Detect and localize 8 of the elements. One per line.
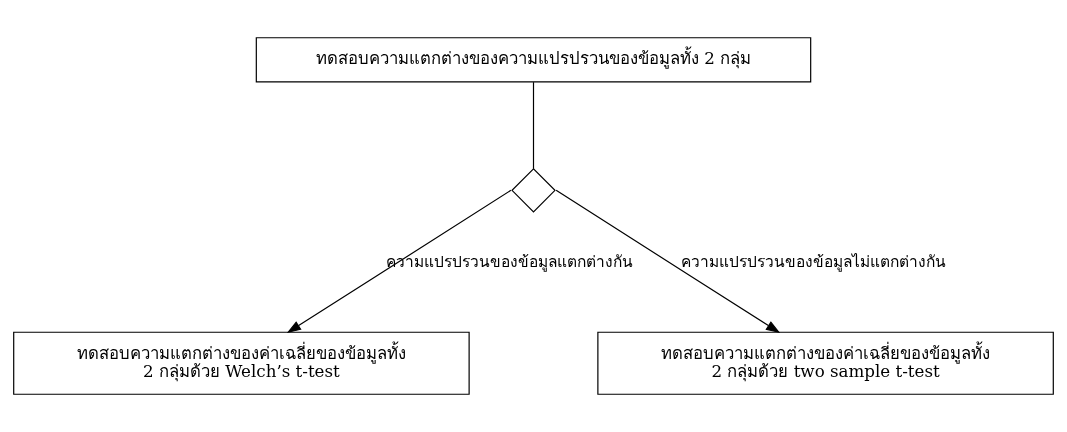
arrow	[286, 189, 512, 334]
node-diamond	[511, 168, 556, 213]
arrow	[555, 189, 781, 334]
node-box: ทดสอบความแตกต่างของความแปรปรวนของข้อมูลทั้ง 2 กลุ่ม	[255, 37, 812, 83]
node-box: ทดสอบความแตกต่างของค่าเฉลี่ยของข้อมูลทั้ง 2 กลุ่มด้วย Welch’s t-test	[13, 331, 470, 395]
edge-label: ความแปรปรวนของข้อมูลไม่แตกต่างกัน	[681, 253, 947, 272]
connector	[532, 81, 535, 170]
node-box: ทดสอบความแตกต่างของค่าเฉลี่ยของข้อมูลทั้ง 2 กลุ่มด้วย two sample t-test	[597, 331, 1054, 395]
